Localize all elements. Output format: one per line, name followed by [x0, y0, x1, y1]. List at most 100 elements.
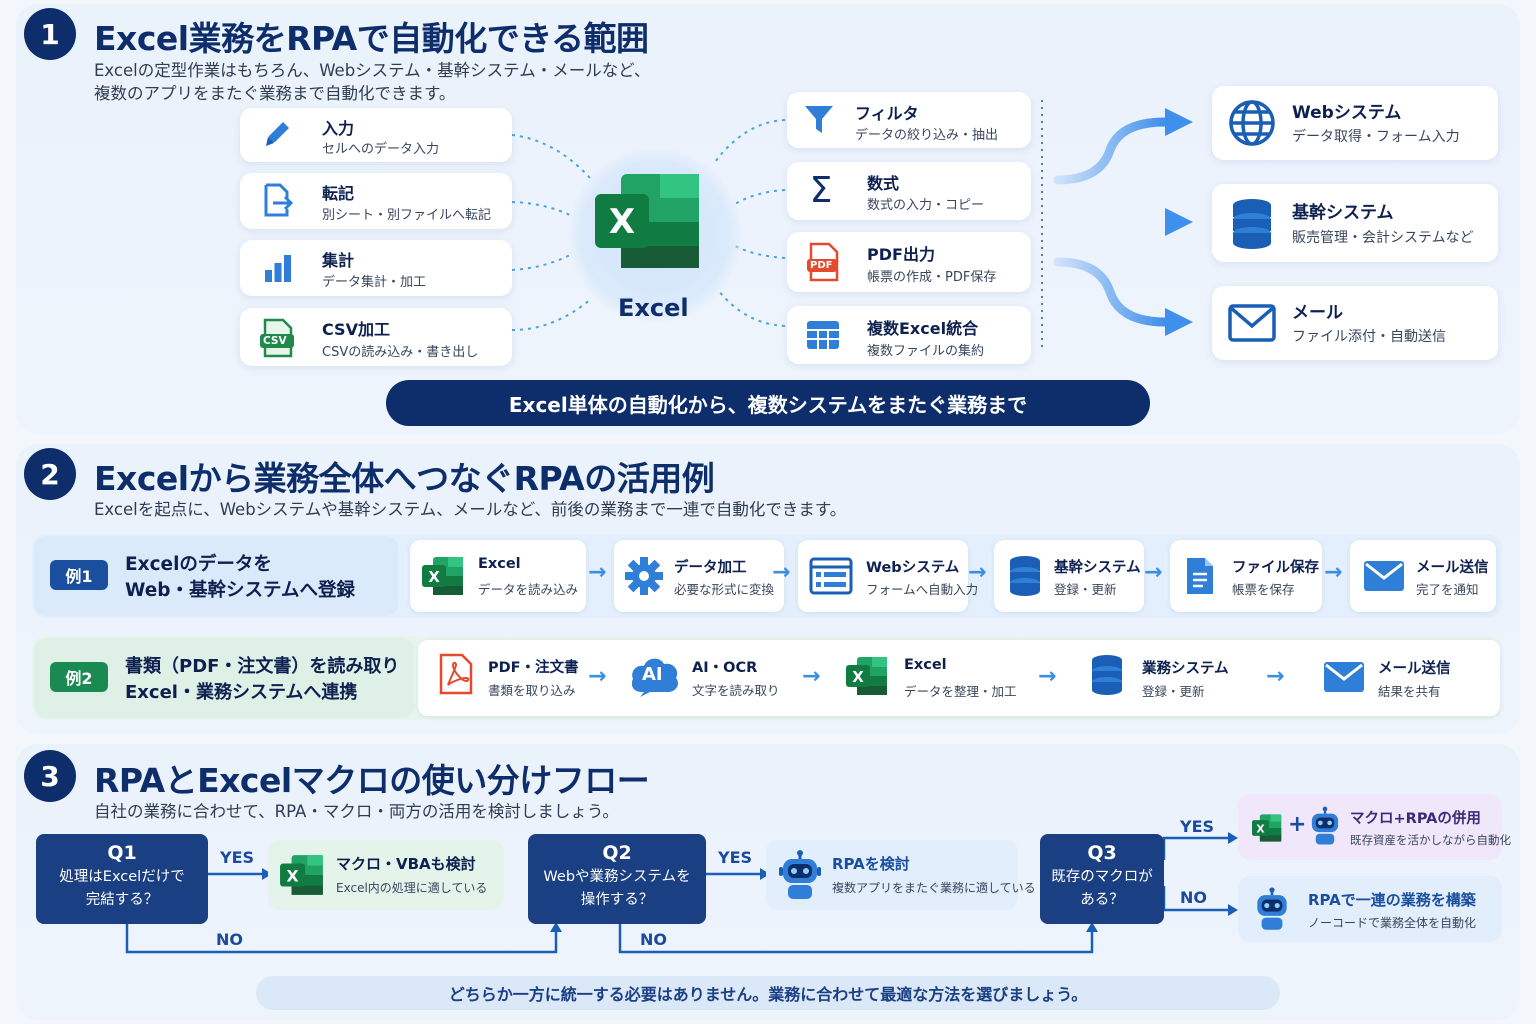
- example1-step-core: 基幹システム 登録・更新: [994, 540, 1144, 612]
- mail-icon: [1322, 659, 1366, 695]
- result-desc: 既存資産を活かしながら自動化: [1350, 833, 1511, 847]
- step-desc: 書類を取り込み: [488, 683, 576, 698]
- question-label: Q2: [602, 842, 632, 864]
- feature-desc: 別シート・別ファイルへ転記: [322, 208, 492, 223]
- svg-text:X: X: [428, 568, 440, 586]
- feature-title: 複数Excel統合: [867, 319, 979, 338]
- system-card-core: 基幹システム 販売管理・会計システムなど: [1212, 184, 1498, 262]
- system-desc: データ取得・フォーム入力: [1292, 129, 1460, 145]
- feature-title: 入力: [322, 119, 355, 138]
- result-macro: X マクロ・VBAも検討 Excel内の処理に適している: [268, 840, 504, 910]
- example1-step-mail: メール送信 完了を通知: [1350, 540, 1496, 612]
- feature-title: 転記: [322, 184, 355, 203]
- feature-card-filter: フィルタ データの絞り込み・抽出: [787, 92, 1031, 148]
- step-title: Excel: [478, 556, 521, 572]
- feature-desc: データの絞り込み・抽出: [855, 128, 999, 143]
- acrobat-icon: [436, 652, 476, 696]
- step-desc: 文字を読み取り: [692, 683, 780, 698]
- example2-steps-panel: [418, 640, 1500, 716]
- example1-step-excel: X Excel データを読み込み: [410, 540, 586, 612]
- question-q2: Q2 Webや業務システムを 操作する？: [528, 834, 706, 924]
- section3-title: RPAとExcelマクロの使い分けフロー: [94, 761, 650, 800]
- step-title: 業務システム: [1142, 661, 1229, 677]
- question-label: Q1: [107, 842, 137, 864]
- step-title: PDF・注文書: [488, 660, 579, 676]
- ai-cloud-icon: AI: [628, 652, 682, 698]
- section3-footer-note: どちらか一方に統一する必要はありません。業務に合わせて最適な方法を選びましょう。: [256, 976, 1280, 1010]
- step-desc: 登録・更新: [1054, 582, 1117, 597]
- svg-text:X: X: [852, 668, 864, 686]
- step-title: Webシステム: [866, 560, 960, 576]
- example1-title-line2: Web・基幹システムへ登録: [125, 580, 355, 601]
- system-title: 基幹システム: [1292, 203, 1394, 223]
- question-line2: ある？: [1080, 892, 1124, 908]
- filter-icon: [801, 102, 837, 138]
- feature-card-input: 入力 セルへのデータ入力: [240, 108, 512, 162]
- feature-desc: 数式の入力・コピー: [867, 198, 985, 213]
- feature-desc: CSVの読み込み・書き出し: [322, 345, 479, 360]
- step-title: 基幹システム: [1054, 560, 1141, 576]
- yes-label: YES: [718, 848, 753, 867]
- database-icon: [1088, 653, 1126, 697]
- csv-icon-text: CSV: [263, 335, 287, 347]
- excel-icon: X: [278, 852, 326, 898]
- arrow-right-icon: →: [772, 560, 791, 585]
- pencil-icon: [260, 116, 296, 152]
- svg-text:X: X: [609, 202, 635, 242]
- feature-card-merge: 複数Excel統合 複数ファイルの集約: [787, 306, 1031, 364]
- question-q3: Q3 既存のマクロが ある？: [1040, 834, 1164, 924]
- result-desc: 複数アプリをまたぐ業務に適している: [832, 881, 1036, 895]
- ai-icon-text: AI: [642, 664, 663, 685]
- system-card-web: Webシステム データ取得・フォーム入力: [1212, 86, 1498, 160]
- globe-icon: [1226, 97, 1278, 149]
- web-form-icon: [808, 556, 854, 596]
- example1-title-line1: Excelのデータを: [125, 554, 272, 575]
- result-title: RPAで一連の業務を構築: [1308, 891, 1476, 909]
- section1-number: 1: [24, 8, 76, 60]
- feature-desc: セルへのデータ入力: [322, 142, 440, 157]
- pdf-icon: PDF: [803, 242, 843, 282]
- result-macro-rpa: X + マクロ+RPAの併用 既存資産を活かしながら自動化: [1238, 794, 1511, 860]
- result-title: RPAを検討: [832, 855, 910, 873]
- section2-number: 2: [24, 448, 76, 500]
- feature-title: CSV加工: [322, 320, 390, 339]
- result-rpa-full: RPAで一連の業務を構築 ノーコードで業務全体を自動化: [1238, 876, 1502, 942]
- step-title: AI・OCR: [692, 660, 758, 676]
- excel-icon: X: [420, 554, 466, 598]
- section3-number: 3: [24, 750, 76, 802]
- step-desc: データを読み込み: [478, 582, 579, 597]
- database-icon: [1226, 196, 1278, 250]
- feature-title: PDF出力: [867, 245, 935, 264]
- step-desc: 帳票を保存: [1232, 582, 1295, 597]
- result-desc: ノーコードで業務全体を自動化: [1308, 916, 1477, 930]
- step-title: データ加工: [674, 560, 747, 576]
- arrow-right-icon: →: [588, 664, 607, 689]
- no-label: NO: [216, 930, 243, 949]
- question-line2: 操作する？: [580, 892, 654, 908]
- system-desc: 販売管理・会計システムなど: [1292, 230, 1474, 246]
- step-desc: 登録・更新: [1142, 684, 1205, 699]
- feature-card-aggregate: 集計 データ集計・加工: [240, 240, 512, 296]
- sigma-icon: Σ: [809, 169, 833, 211]
- csv-icon: CSV: [258, 318, 298, 358]
- excel-icon: X: [844, 654, 890, 698]
- yes-label: YES: [220, 848, 255, 867]
- section2-subtitle: Excelを起点に、Webシステムや基幹システム、メールなど、前後の業務まで一連…: [94, 500, 847, 519]
- arrow-right-icon: →: [1266, 664, 1285, 689]
- file-export-icon: [260, 182, 296, 218]
- section1-subtitle-line1: Excelの定型作業はもちろん、Webシステム・基幹システム・メールなど、: [94, 61, 651, 80]
- step-desc: 完了を通知: [1416, 582, 1479, 597]
- section1-subtitle-line2: 複数のアプリをまたぐ業務まで自動化できます。: [94, 84, 456, 103]
- result-rpa: RPAを検討 複数アプリをまたぐ業務に適している: [766, 840, 1036, 910]
- arrow-right-icon: →: [1038, 664, 1057, 689]
- feature-card-pdf: PDF PDF出力 帳票の作成・PDF保存: [787, 232, 1031, 292]
- example1-step-transform: データ加工 必要な形式に変換: [614, 540, 784, 612]
- robot-icon: [1252, 884, 1292, 934]
- step-title: メール送信: [1416, 560, 1489, 576]
- question-line2: 完結する？: [85, 892, 159, 908]
- section2-title: Excelから業務全体へつなぐRPAの活用例: [94, 459, 715, 498]
- feature-card-formula: Σ 数式 数式の入力・コピー: [787, 162, 1031, 220]
- question-line1: 処理はExcelだけで: [59, 869, 185, 885]
- plus-sign: +: [1288, 812, 1307, 837]
